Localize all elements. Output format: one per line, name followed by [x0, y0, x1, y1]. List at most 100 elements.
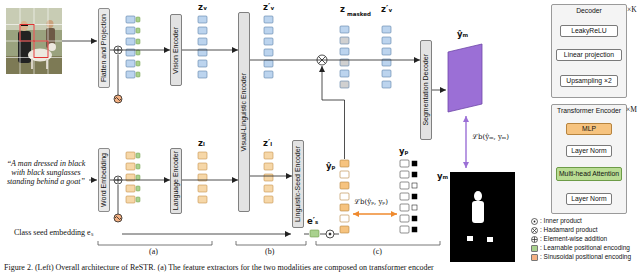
token	[382, 37, 391, 44]
input-photo	[48, 43, 56, 51]
connector	[250, 176, 292, 177]
token	[198, 38, 207, 45]
input-photo	[31, 59, 33, 69]
positional-token	[136, 61, 140, 66]
token	[126, 60, 135, 67]
token	[310, 230, 319, 237]
flow-arrows	[304, 234, 309, 235]
token	[340, 70, 349, 77]
token	[198, 60, 207, 67]
token	[198, 16, 207, 23]
token	[198, 163, 207, 170]
token	[264, 163, 273, 170]
legend-symbol	[532, 228, 538, 234]
repeat-label: ×K	[627, 6, 637, 14]
flow-arrows	[62, 41, 446, 234]
mlp-box: MLP	[566, 123, 612, 135]
flow-arrows	[89, 180, 97, 181]
decoder-panel: DecoderLeakyReLULinear projectionUpsampl…	[551, 4, 627, 98]
flow-arrows	[320, 234, 326, 235]
token	[264, 185, 273, 192]
node-text: Segmentation Decoder	[422, 54, 429, 126]
target-mask	[487, 237, 493, 242]
operator-symbols	[115, 217, 121, 220]
node-text: Language Encoder	[172, 151, 179, 210]
mask-token	[412, 205, 417, 210]
mask-token	[412, 227, 417, 232]
legend-row: : Learnable positional encoding	[531, 245, 630, 252]
token	[126, 185, 135, 192]
positional-token	[136, 153, 140, 158]
part-label: (a)	[149, 248, 158, 257]
feature-label: zᵥ	[198, 3, 207, 12]
subscript-label: masked	[347, 11, 371, 17]
legend-symbol	[531, 236, 538, 243]
positional-token	[136, 164, 140, 169]
flow-arrows	[432, 90, 446, 91]
encoder-box: Vision Encoder	[170, 14, 182, 86]
legend-symbol	[531, 218, 538, 225]
target-label: yₘ	[437, 172, 448, 181]
figure-caption: Figure 2. (Left) Overall architecture of…	[4, 264, 434, 273]
norm-box: Layer Norm	[566, 193, 612, 205]
legend-symbol	[533, 229, 537, 233]
positional-token	[136, 17, 140, 22]
token	[340, 193, 349, 200]
input-label: Class seed embedding eₛ	[14, 229, 93, 238]
input-photo	[20, 25, 34, 42]
legend-symbol	[532, 237, 537, 242]
encoder-box: Linguistic-Seed Encoder	[292, 140, 304, 228]
token	[264, 196, 273, 203]
node-text: Vision Encoder	[172, 27, 179, 74]
token	[340, 160, 349, 167]
token	[198, 27, 207, 34]
flow-arrows	[334, 234, 339, 235]
token	[400, 204, 409, 211]
legend-swatch	[531, 254, 538, 261]
operator-symbols	[114, 214, 122, 222]
token	[198, 71, 207, 78]
flow-arrows	[322, 66, 345, 159]
feature-label: e′ₛ	[307, 217, 318, 226]
node-text: Layer Norm	[571, 195, 607, 202]
operator-symbols	[329, 233, 331, 235]
positional-token	[136, 72, 140, 77]
query-sentence: “A man dressed in black with black sungl…	[4, 160, 88, 186]
node-text: Upsampling ×2	[566, 77, 612, 84]
token	[340, 204, 349, 211]
prediction-label: ŷₘ	[457, 30, 468, 39]
input-photo	[47, 20, 54, 28]
input-photo	[6, 8, 62, 74]
feature-label: zₗ	[198, 139, 205, 148]
projection-box: Flatten and Projection	[98, 8, 110, 88]
output-mask	[448, 44, 482, 168]
feature-label: z	[340, 5, 345, 14]
feature-label: z′ᵥ	[381, 5, 392, 14]
feature-label: z′ᵥ	[263, 3, 274, 12]
attention-box: Multi-head Attention	[556, 167, 622, 181]
token	[400, 182, 409, 189]
legend-swatch	[531, 245, 538, 252]
legend-text: : Sinusoidal positional encoding	[540, 254, 631, 261]
token	[198, 196, 207, 203]
output-mask	[465, 116, 466, 168]
target-mask	[450, 172, 515, 262]
token	[382, 26, 391, 33]
part-brackets	[236, 241, 306, 245]
feature-label: z′ₗ	[263, 139, 272, 148]
token	[340, 37, 349, 44]
token	[400, 171, 409, 178]
connector	[182, 180, 238, 181]
loss-label: ℒb(ŷₚ, yₚ)	[354, 199, 388, 207]
node-text: Multi-head Attention	[559, 170, 619, 177]
encoder-panel: Transformer EncoderMLPLayer NormMulti-he…	[551, 104, 627, 214]
node-text: LeakyReLU	[571, 27, 607, 34]
encoder-box: Visual-Linguistic Encoder	[238, 12, 250, 212]
node-text: Visual-Linguistic Encoder	[240, 73, 247, 151]
token	[264, 38, 273, 45]
input-photo	[34, 41, 48, 58]
token	[264, 49, 273, 56]
token	[198, 152, 207, 159]
token	[126, 152, 135, 159]
